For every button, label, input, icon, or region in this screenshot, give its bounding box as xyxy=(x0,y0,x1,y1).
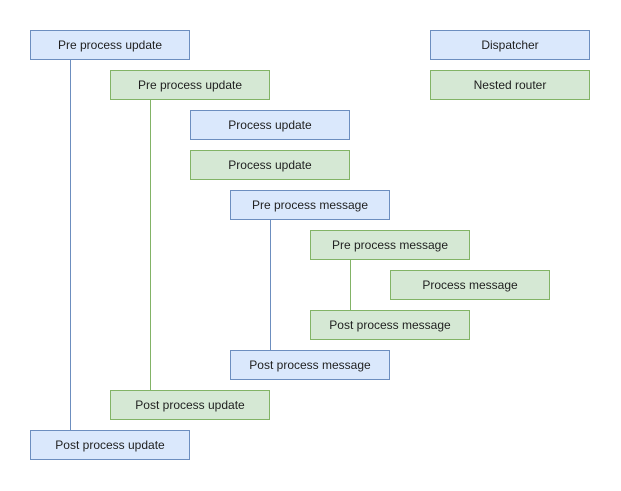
node-post-process-update-nested-router[interactable]: Post process update xyxy=(110,390,270,420)
node-label: Post process update xyxy=(135,398,245,412)
node-label: Process update xyxy=(228,118,312,132)
node-label: Pre process message xyxy=(251,198,369,212)
connector-pre-to-post-process-update-dispatcher xyxy=(70,60,71,430)
legend-item-nested-router[interactable]: Nested router xyxy=(430,70,590,100)
legend-item-dispatcher[interactable]: Dispatcher xyxy=(430,30,590,60)
node-pre-process-update-nested-router[interactable]: Pre process update xyxy=(110,70,270,100)
node-label: Post process update xyxy=(55,438,165,452)
connector-pre-to-post-process-message-dispatcher xyxy=(270,220,271,350)
node-process-update-nested-router[interactable]: Process update xyxy=(190,150,350,180)
legend-label-nested-router: Nested router xyxy=(473,78,547,92)
node-pre-process-message-dispatcher[interactable]: Pre process message xyxy=(230,190,390,220)
node-post-process-update-dispatcher[interactable]: Post process update xyxy=(30,430,190,460)
node-label: Pre process update xyxy=(57,38,163,52)
node-label: Pre process message xyxy=(331,238,449,252)
node-label: Pre process update xyxy=(137,78,243,92)
legend-label-dispatcher: Dispatcher xyxy=(481,38,539,52)
node-process-update-dispatcher[interactable]: Process update xyxy=(190,110,350,140)
node-label: Post process message xyxy=(329,318,451,332)
connector-pre-to-post-process-message-nested-router xyxy=(350,260,351,310)
node-post-process-message-dispatcher[interactable]: Post process message xyxy=(230,350,390,380)
node-process-message-nested-router[interactable]: Process message xyxy=(390,270,550,300)
node-pre-process-update-dispatcher[interactable]: Pre process update xyxy=(30,30,190,60)
node-pre-process-message-nested-router[interactable]: Pre process message xyxy=(310,230,470,260)
node-post-process-message-nested-router[interactable]: Post process message xyxy=(310,310,470,340)
node-label: Process message xyxy=(422,278,518,292)
node-label: Process update xyxy=(228,158,312,172)
node-label: Post process message xyxy=(249,358,371,372)
connector-pre-to-post-process-update-nested-router xyxy=(150,100,151,390)
